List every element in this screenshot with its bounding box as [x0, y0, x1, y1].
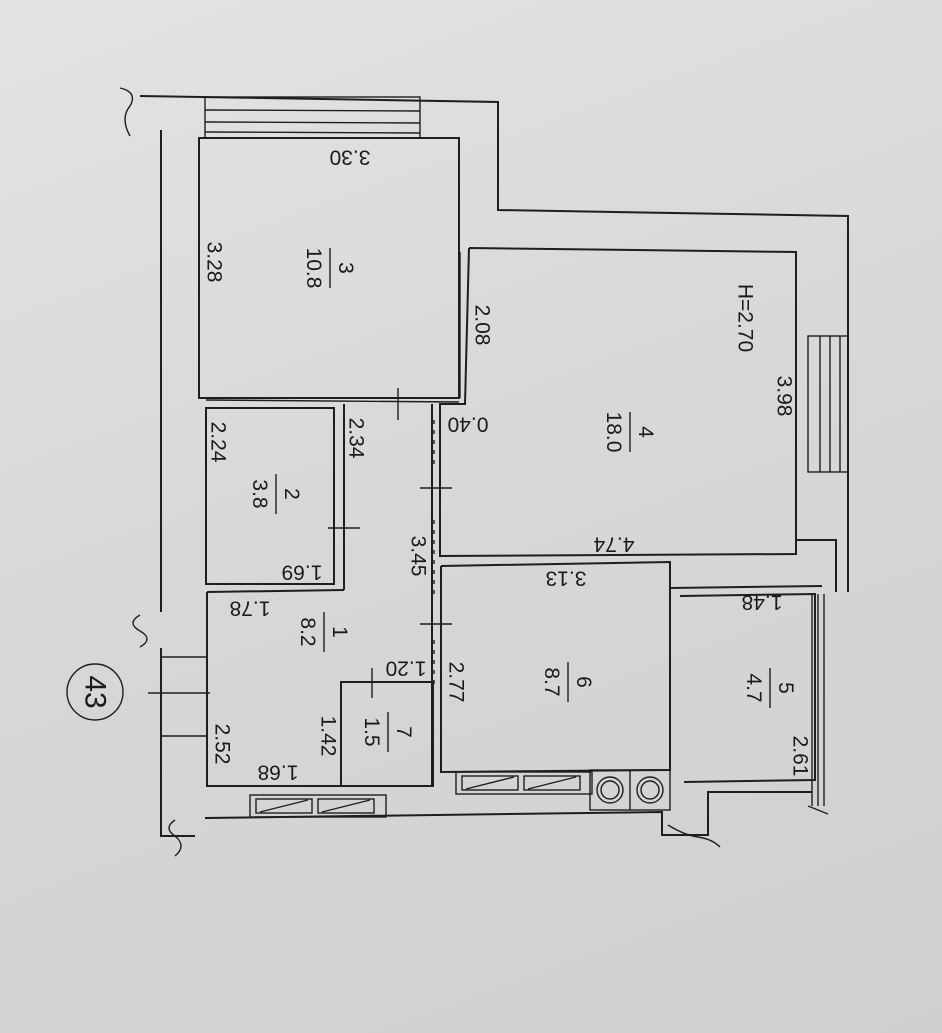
room-3-label: 3 10.8 [302, 248, 357, 289]
room-area: 10.8 [302, 248, 325, 289]
apartment-number: 43 [79, 675, 112, 708]
wall-break-marks [119, 87, 721, 857]
room-number: 1 [328, 626, 351, 638]
room-number: 7 [392, 726, 415, 738]
dimension-label: 3.28 [203, 242, 226, 283]
dimension-label: 1.68 [258, 761, 299, 784]
apartment-number-circle [66, 663, 124, 721]
dimension-label: 2.52 [211, 724, 234, 765]
room-2-label: 2 3.8 [248, 474, 303, 514]
room-area: 1.5 [360, 717, 383, 746]
room-number: 2 [280, 488, 303, 500]
vent-ducts [249, 769, 671, 818]
dimension-label: 2.61 [789, 736, 812, 777]
room-number: 6 [572, 676, 595, 688]
room-number: 5 [774, 682, 797, 694]
dimension-label: 4.74 [593, 533, 634, 556]
room-number: 3 [334, 262, 357, 274]
dimension-label: 1.20 [386, 657, 427, 680]
room-area: 3.8 [248, 479, 271, 508]
outer-walls [139, 95, 849, 837]
room-area: 18.0 [602, 412, 625, 453]
dimension-label: 2.77 [445, 662, 468, 703]
room-1-label: 1 8.2 [296, 612, 351, 652]
dimension-labels: 3.30 3.28 2.08 3.98 0.40 2.24 2.34 4.7 4 … [203, 146, 812, 784]
room-4-label: 4 18.0 [602, 412, 657, 453]
room-area: 8.7 [540, 667, 563, 696]
dimension-label: 1.42 [317, 716, 340, 757]
dimension-label: 1.48 [742, 591, 783, 614]
dimension-label: 2.24 [207, 422, 230, 463]
dimension-label: 3.30 [330, 146, 371, 169]
room-outlines [198, 137, 816, 787]
room-7-label: 7 1.5 [360, 712, 415, 752]
room-area: 8.2 [296, 617, 319, 646]
dimension-label: 1.78 [230, 597, 271, 620]
room-5-label: 5 4.7 [742, 668, 797, 708]
dimension-label: 2.08 [471, 305, 494, 346]
ceiling-height: H=2.70 [734, 284, 757, 352]
dimension-label: 3.45 [407, 536, 430, 577]
dimension-label: 1.69 [282, 561, 323, 584]
dimension-label: 2.34 [345, 418, 368, 459]
room-6-label: 6 8.7 [540, 662, 595, 702]
dimension-label: 0.40 [448, 413, 489, 436]
windows [204, 96, 849, 815]
room-area: 4.7 [742, 673, 765, 702]
room-number: 4 [634, 426, 657, 438]
dimension-label: 3.98 [773, 376, 796, 417]
door-marks [148, 388, 452, 737]
dimension-label: 3.13 [546, 567, 587, 590]
